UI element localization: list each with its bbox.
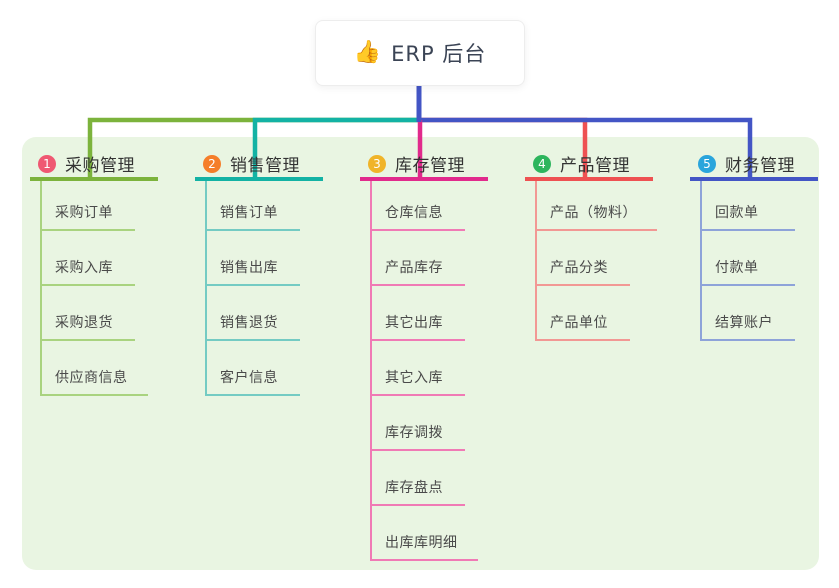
child-node[interactable]: 供应商信息 (40, 341, 148, 396)
child-node-label: 客户信息 (220, 370, 278, 386)
branch-label: 采购管理 (65, 156, 135, 176)
branch-number-badge: 5 (698, 154, 716, 173)
child-node[interactable]: 库存调拨 (370, 396, 465, 451)
child-node[interactable]: 销售退货 (205, 286, 300, 341)
branch-trunk-line (205, 181, 207, 396)
child-node-label: 产品库存 (385, 260, 443, 276)
branch-number-badge: 3 (368, 154, 386, 173)
branch-number-badge: 1 (38, 154, 56, 173)
child-node-label: 产品（物料） (550, 205, 637, 221)
child-node[interactable]: 结算账户 (700, 286, 795, 341)
child-node[interactable]: 付款单 (700, 231, 795, 286)
child-node-label: 库存盘点 (385, 480, 443, 496)
child-node-label: 回款单 (715, 205, 759, 221)
child-node[interactable]: 回款单 (700, 176, 795, 231)
child-node-label: 销售订单 (220, 205, 278, 221)
child-node[interactable]: 其它出库 (370, 286, 465, 341)
child-node[interactable]: 产品单位 (535, 286, 630, 341)
child-node-label: 销售退货 (220, 315, 278, 331)
child-node[interactable]: 库存盘点 (370, 451, 465, 506)
branch-trunk-line (370, 181, 372, 561)
child-node[interactable]: 出库库明细 (370, 506, 478, 561)
branch-label: 库存管理 (395, 156, 465, 176)
child-node-label: 销售出库 (220, 260, 278, 276)
child-node-label: 仓库信息 (385, 205, 443, 221)
child-node-label: 出库库明细 (385, 535, 458, 551)
child-node[interactable]: 采购订单 (40, 176, 135, 231)
branch-label: 销售管理 (230, 156, 300, 176)
child-node-label: 采购退货 (55, 315, 113, 331)
branch-label: 产品管理 (560, 156, 630, 176)
child-node[interactable]: 采购退货 (40, 286, 135, 341)
child-node[interactable]: 采购入库 (40, 231, 135, 286)
child-node[interactable]: 产品（物料） (535, 176, 657, 231)
child-node[interactable]: 销售订单 (205, 176, 300, 231)
branch-number-badge: 4 (533, 154, 551, 173)
child-node-label: 其它入库 (385, 370, 443, 386)
child-node-label: 采购订单 (55, 205, 113, 221)
branch-trunk-line (40, 181, 42, 396)
root-node[interactable]: 👍 ERP 后台 (315, 20, 525, 86)
child-node-label: 库存调拨 (385, 425, 443, 441)
mindmap-panel (22, 137, 819, 570)
child-node-label: 采购入库 (55, 260, 113, 276)
child-node[interactable]: 客户信息 (205, 341, 300, 396)
branch-trunk-line (535, 181, 537, 341)
root-node-label: ERP 后台 (391, 42, 487, 66)
thumbs-up-icon: 👍 (353, 40, 382, 65)
child-node[interactable]: 销售出库 (205, 231, 300, 286)
child-node[interactable]: 仓库信息 (370, 176, 465, 231)
branch-number-badge: 2 (203, 154, 221, 173)
branch-trunk-line (700, 181, 702, 341)
child-node[interactable]: 产品库存 (370, 231, 465, 286)
child-node-label: 供应商信息 (55, 370, 128, 386)
child-node-label: 产品分类 (550, 260, 608, 276)
child-node-label: 其它出库 (385, 315, 443, 331)
child-node[interactable]: 产品分类 (535, 231, 630, 286)
child-node-label: 付款单 (715, 260, 759, 276)
child-node-label: 产品单位 (550, 315, 608, 331)
child-node[interactable]: 其它入库 (370, 341, 465, 396)
child-node-label: 结算账户 (715, 315, 773, 331)
branch-label: 财务管理 (725, 156, 795, 176)
